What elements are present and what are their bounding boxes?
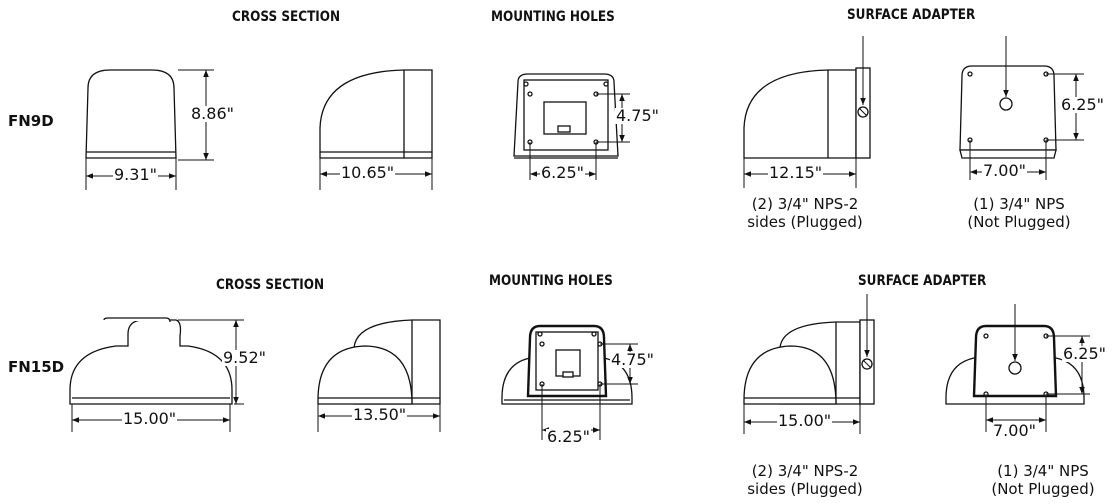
fn9d-mounting-holes-view — [513, 73, 630, 180]
fn9d-adapter-side-view — [743, 36, 871, 188]
heading-mounting-holes-fn9d: MOUNTING HOLES — [491, 9, 615, 25]
fn15d-side-view — [317, 319, 441, 432]
fn15d-front-width-dim: 15.00" — [122, 409, 178, 428]
heading-cross-section-fn9d: CROSS SECTION — [232, 9, 341, 25]
fn9d-caption-sides-line2: sides (Plugged) — [747, 213, 863, 231]
fn9d-front-width-dim: 9.31" — [113, 165, 158, 184]
fn15d-adapter-depth-dim: 15.00" — [777, 411, 833, 430]
fn9d-adapter-rear-view — [959, 36, 1084, 180]
fn15d-adapter-rear-horizontal-dim: 7.00" — [992, 421, 1037, 440]
fn15d-holes-vertical-dim: 4.75" — [610, 350, 655, 369]
fn9d-side-depth-dim: 10.65" — [340, 163, 396, 182]
fn9d-side-view — [319, 69, 433, 190]
fn15d-caption-sides-line1: (2) 3/4" NPS-2 — [751, 462, 859, 480]
heading-surface-adapter-fn15d: SURFACE ADAPTER — [858, 273, 987, 289]
fn15d-holes-horizontal-dim: 6.25" — [546, 427, 591, 446]
fn9d-caption-rear: (1) 3/4" NPS (Not Plugged) — [952, 195, 1086, 231]
fn15d-caption-sides: (2) 3/4" NPS-2 sides (Plugged) — [738, 462, 872, 498]
fn15d-adapter-rear-vertical-dim: 6.25" — [1062, 344, 1107, 363]
fn9d-caption-rear-line1: (1) 3/4" NPS — [973, 195, 1065, 213]
fn15d-caption-rear: (1) 3/4" NPS (Not Plugged) — [976, 462, 1110, 498]
fn15d-adapter-rear-view — [945, 304, 1090, 432]
fn9d-front-view — [85, 69, 214, 190]
heading-cross-section-fn15d: CROSS SECTION — [216, 277, 325, 293]
fn9d-caption-sides: (2) 3/4" NPS-2 sides (Plugged) — [738, 195, 872, 231]
model-label-fn9d: FN9D — [8, 112, 54, 130]
fn9d-adapter-rear-horizontal-dim: 7.00" — [982, 161, 1027, 180]
fn9d-holes-vertical-dim: 4.75" — [615, 106, 660, 125]
fn15d-mounting-holes-view — [501, 324, 638, 440]
heading-mounting-holes-fn15d: MOUNTING HOLES — [489, 273, 613, 289]
fn9d-front-height-dim: 8.86" — [190, 104, 235, 123]
fn9d-caption-rear-line2: (Not Plugged) — [967, 213, 1071, 231]
fn15d-caption-rear-line1: (1) 3/4" NPS — [997, 462, 1089, 480]
fn15d-caption-rear-line2: (Not Plugged) — [991, 480, 1095, 498]
model-label-fn15d: FN15D — [8, 358, 65, 376]
heading-surface-adapter-fn9d: SURFACE ADAPTER — [847, 7, 976, 23]
fn9d-adapter-rear-vertical-dim: 6.25" — [1060, 95, 1105, 114]
fn15d-side-depth-dim: 13.50" — [352, 405, 408, 424]
fn9d-holes-horizontal-dim: 6.25" — [540, 163, 585, 182]
fn15d-front-height-dim: 9.52" — [222, 348, 267, 367]
fn9d-caption-sides-line1: (2) 3/4" NPS-2 — [751, 195, 859, 213]
fn9d-adapter-depth-dim: 12.15" — [768, 163, 824, 182]
fn15d-caption-sides-line2: sides (Plugged) — [747, 480, 863, 498]
